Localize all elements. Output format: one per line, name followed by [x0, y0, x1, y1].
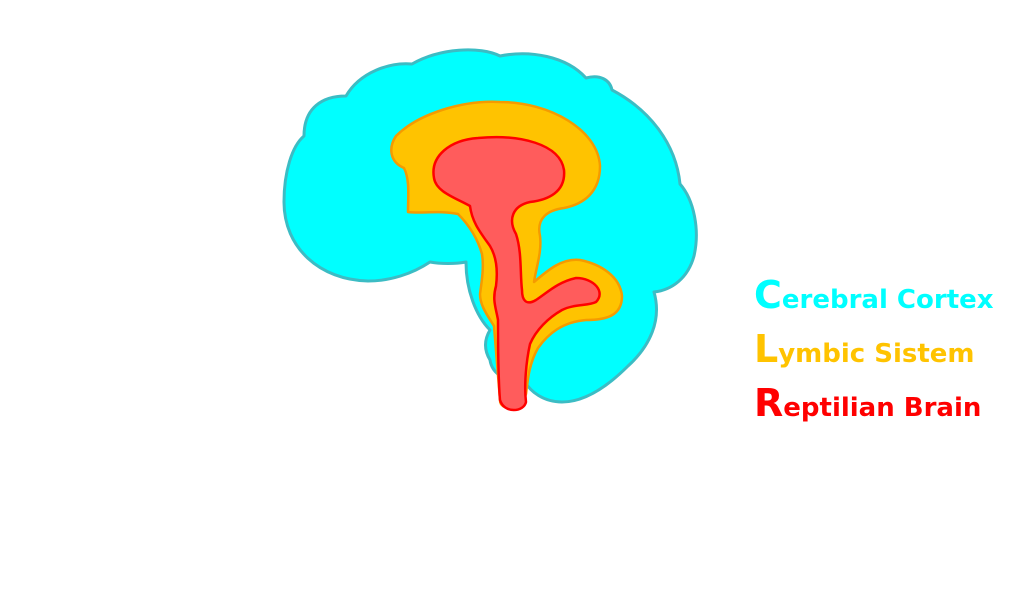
reptilian-brain-shape	[432, 135, 601, 412]
legend-label-cerebral-cortex: erebral Cortex	[781, 285, 994, 315]
legend-initial-cerebral-cortex: C	[754, 273, 782, 317]
legend-label-reptilian-brain: eptilian Brain	[783, 393, 982, 423]
legend-label-limbic-system: ymbic Sistem	[778, 339, 975, 369]
legend-initial-reptilian-brain: R	[754, 381, 784, 425]
legend-initial-limbic-system: L	[754, 327, 779, 371]
